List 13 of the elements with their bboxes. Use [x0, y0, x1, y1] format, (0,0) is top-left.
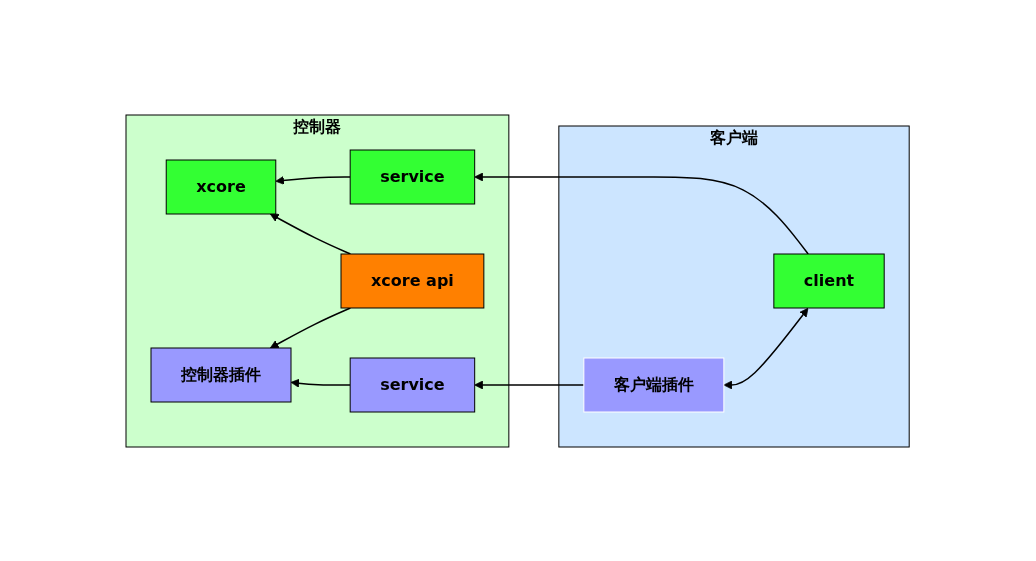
arrow: [474, 172, 810, 255]
node-box: service: [350, 357, 476, 412]
node-box: xcore api: [340, 253, 485, 308]
arrow: [291, 378, 352, 388]
node-box: 客户端插件: [583, 357, 725, 412]
arrow: [474, 380, 585, 389]
node-box: 控制器插件: [150, 347, 292, 402]
arrow: [275, 175, 352, 185]
node-box: service: [350, 149, 476, 204]
node-box: client: [773, 253, 886, 308]
arrow: [723, 307, 809, 389]
arrow: [270, 306, 352, 348]
node-box: xcore: [166, 159, 277, 214]
